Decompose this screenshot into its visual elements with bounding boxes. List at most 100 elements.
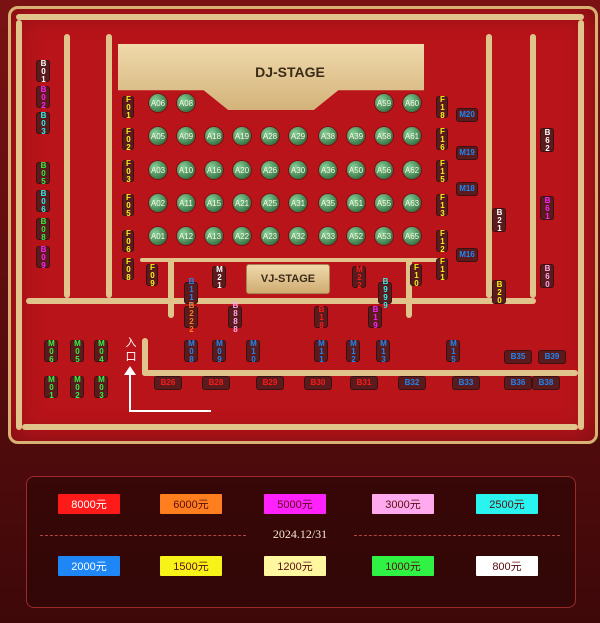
zone-b09[interactable]: B09 [36,245,50,269]
seat-a65[interactable] [403,227,421,245]
seat-a10[interactable] [177,161,195,179]
seat-a23[interactable] [261,227,279,245]
zone-m16[interactable]: M16 [456,248,478,262]
zone-b111[interactable]: B111 [184,277,198,309]
zone-m03[interactable]: M03 [94,375,108,399]
zone-m09[interactable]: M09 [212,339,226,363]
zone-f06[interactable]: F06 [122,229,134,253]
seat-a51[interactable] [347,194,365,212]
zone-b39[interactable]: B39 [538,350,566,364]
zone-m02[interactable]: M02 [70,375,84,399]
zone-m20[interactable]: M20 [456,108,478,122]
seat-a12[interactable] [177,227,195,245]
zone-m15[interactable]: M15 [446,339,460,363]
zone-b888[interactable]: B888 [228,301,242,333]
seat-a63[interactable] [403,194,421,212]
zone-f08[interactable]: F08 [122,257,134,281]
seat-a15[interactable] [205,194,223,212]
seat-a22[interactable] [233,227,251,245]
seat-a09[interactable] [177,127,195,145]
seat-a61[interactable] [403,127,421,145]
zone-b999[interactable]: B999 [378,277,392,309]
seat-a02[interactable] [149,194,167,212]
zone-m10[interactable]: M10 [246,339,260,363]
zone-f10[interactable]: F10 [410,263,422,287]
zone-f05[interactable]: F05 [122,193,134,217]
seat-a13[interactable] [205,227,223,245]
zone-b06[interactable]: B06 [36,189,50,213]
seat-a19[interactable] [233,127,251,145]
seat-a26[interactable] [261,161,279,179]
zone-b35[interactable]: B35 [504,350,532,364]
zone-f03[interactable]: F03 [122,159,134,183]
zone-b29[interactable]: B29 [256,376,284,390]
seat-a20[interactable] [233,161,251,179]
seat-a35[interactable] [319,194,337,212]
seat-a38[interactable] [319,127,337,145]
seat-a60[interactable] [403,94,421,112]
zone-f13[interactable]: F13 [436,193,448,217]
zone-b222[interactable]: B222 [184,301,198,333]
seat-a59[interactable] [375,94,393,112]
seat-a32[interactable] [289,227,307,245]
zone-m06[interactable]: M06 [44,339,58,363]
seat-a08[interactable] [177,94,195,112]
zone-m08[interactable]: M08 [184,339,198,363]
zone-m18[interactable]: M18 [456,182,478,196]
zone-f15[interactable]: F15 [436,159,448,183]
seat-a11[interactable] [177,194,195,212]
seat-a29[interactable] [289,127,307,145]
zone-f16[interactable]: F16 [436,127,448,151]
zone-b33[interactable]: B33 [452,376,480,390]
zone-b18[interactable]: B18 [314,305,328,329]
zone-f11[interactable]: F11 [436,257,448,281]
seat-a18[interactable] [205,127,223,145]
seat-a53[interactable] [375,227,393,245]
zone-b08[interactable]: B08 [36,217,50,241]
zone-m22[interactable]: M22 [352,265,366,289]
zone-b26[interactable]: B26 [154,376,182,390]
zone-f01[interactable]: F01 [122,95,134,119]
zone-m01[interactable]: M01 [44,375,58,399]
zone-b31[interactable]: B31 [350,376,378,390]
seat-a52[interactable] [347,227,365,245]
zone-b32[interactable]: B32 [398,376,426,390]
zone-f18[interactable]: F18 [436,95,448,119]
zone-b36[interactable]: B36 [504,376,532,390]
seat-a05[interactable] [149,127,167,145]
seat-a58[interactable] [375,127,393,145]
zone-m13[interactable]: M13 [376,339,390,363]
zone-f09[interactable]: F09 [146,263,158,287]
zone-b02[interactable]: B02 [36,85,50,109]
seat-a39[interactable] [347,127,365,145]
zone-b61[interactable]: B61 [540,196,554,220]
zone-b20[interactable]: B20 [492,280,506,304]
zone-b38[interactable]: B38 [532,376,560,390]
seat-a21[interactable] [233,194,251,212]
zone-m12[interactable]: M12 [346,339,360,363]
seat-a28[interactable] [261,127,279,145]
seat-a56[interactable] [375,161,393,179]
seat-a03[interactable] [149,161,167,179]
seat-a36[interactable] [319,161,337,179]
zone-f02[interactable]: F02 [122,127,134,151]
seat-a01[interactable] [149,227,167,245]
seat-a30[interactable] [289,161,307,179]
seat-a06[interactable] [149,94,167,112]
seat-a50[interactable] [347,161,365,179]
zone-b21[interactable]: B21 [492,208,506,232]
seat-a25[interactable] [261,194,279,212]
seat-a31[interactable] [289,194,307,212]
zone-b62[interactable]: B62 [540,128,554,152]
zone-m21[interactable]: M21 [212,265,226,289]
seat-a62[interactable] [403,161,421,179]
zone-m05[interactable]: M05 [70,339,84,363]
zone-b19[interactable]: B19 [368,305,382,329]
zone-b03[interactable]: B03 [36,111,50,135]
zone-b60[interactable]: B60 [540,264,554,288]
zone-b05[interactable]: B05 [36,161,50,185]
zone-b30[interactable]: B30 [304,376,332,390]
seat-a55[interactable] [375,194,393,212]
zone-b01[interactable]: B01 [36,59,50,83]
zone-f12[interactable]: F12 [436,229,448,253]
